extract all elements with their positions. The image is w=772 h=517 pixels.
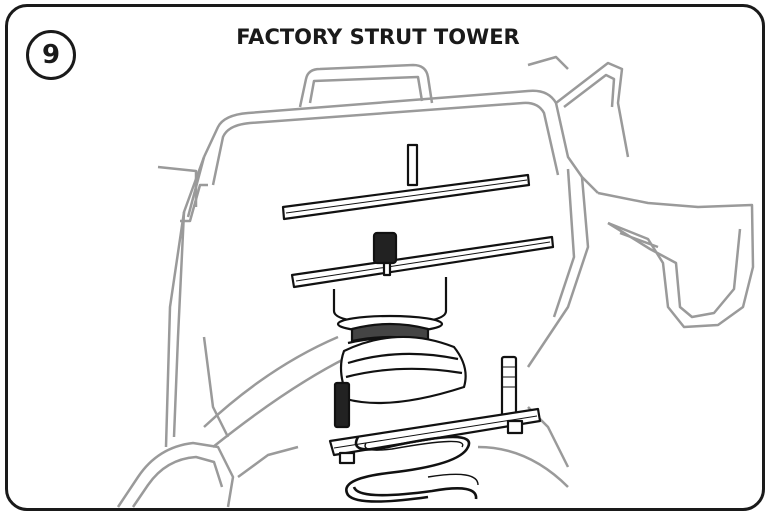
diagram-frame: 9 FACTORY STRUT TOWER — [5, 4, 765, 511]
strut-tower-illustration — [116, 55, 755, 508]
diagram-title-text: FACTORY STRUT TOWER — [236, 25, 520, 49]
diagram-title: FACTORY STRUT TOWER — [8, 25, 748, 49]
step-number-badge: 9 — [26, 30, 76, 80]
strut-tower-panel — [116, 55, 755, 508]
strut-assembly — [281, 143, 555, 503]
